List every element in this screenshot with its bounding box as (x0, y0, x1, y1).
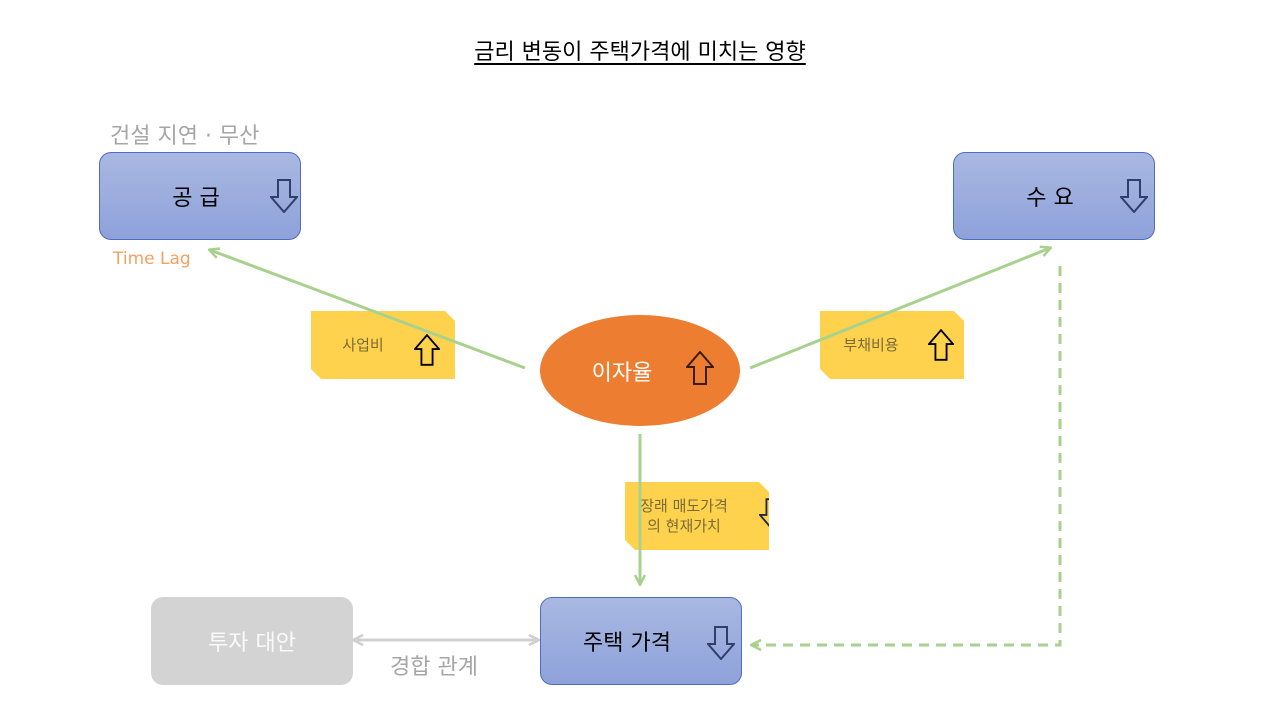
supply-box: 공 급 (99, 152, 301, 240)
up-arrow-icon (928, 329, 954, 361)
up-arrow-icon (414, 334, 440, 366)
house-price-label: 주택 가격 (583, 631, 671, 656)
future-price-line-1: 장래 매도가격 (640, 497, 728, 515)
project-cost-label: 사업비 (342, 336, 384, 354)
down-arrow-icon (759, 498, 785, 530)
debt-cost-note: 부채비용 (820, 311, 964, 379)
down-arrow-icon (707, 626, 735, 660)
interest-rate-label: 이자율 (591, 360, 653, 386)
interest-rate-node: 이자율 (540, 315, 740, 426)
investment-alternative-label: 투자 대안 (208, 631, 296, 656)
demand-box: 수 요 (953, 152, 1155, 240)
house-price-box: 주택 가격 (540, 597, 742, 685)
up-arrow-icon (686, 351, 714, 385)
down-arrow-icon (1120, 179, 1148, 213)
supply-label: 공 급 (172, 186, 220, 211)
debt-cost-label: 부채비용 (843, 336, 899, 354)
time-lag-label: Time Lag (113, 249, 191, 269)
project-cost-note: 사업비 (311, 311, 455, 379)
future-price-note: 장래 매도가격 의 현재가치 (625, 482, 769, 550)
competition-label: 경합 관계 (390, 655, 478, 680)
down-arrow-icon (270, 179, 298, 213)
future-price-text: 장래 매도가격 의 현재가치 (640, 496, 728, 536)
future-price-line-2: 의 현재가치 (647, 517, 721, 535)
demand-label: 수 요 (1026, 186, 1074, 211)
investment-alternative-box: 투자 대안 (151, 597, 353, 685)
diagram-title: 금리 변동이 주택가격에 미치는 영향 (474, 40, 806, 65)
supply-caption: 건설 지연 · 무산 (110, 124, 260, 149)
